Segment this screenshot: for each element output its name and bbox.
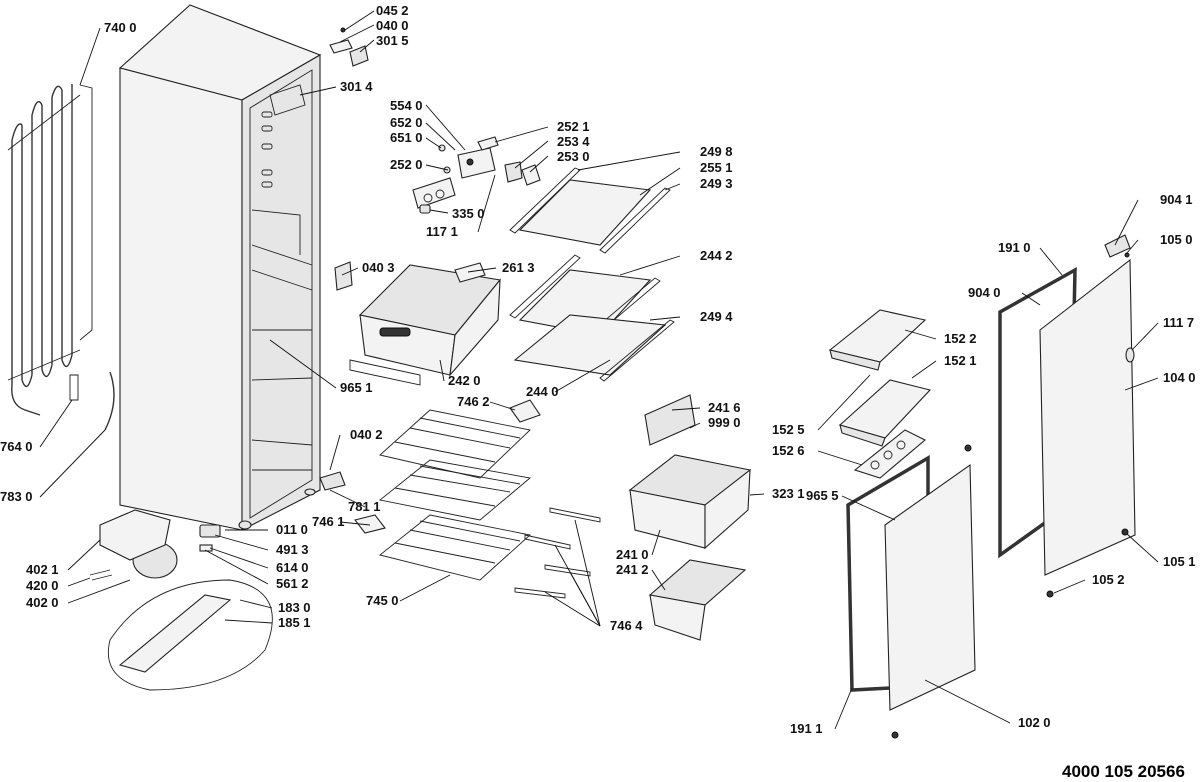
label-904-1: 904 1 <box>1160 192 1193 207</box>
label-152-2: 152 2 <box>944 331 977 346</box>
small-fittings <box>69 261 541 552</box>
label-249-3: 249 3 <box>700 176 733 191</box>
freezer-drawer <box>349 264 502 386</box>
crisper-drawer-lower <box>648 559 747 641</box>
glass-shelf-lower <box>513 314 675 382</box>
label-746-4: 746 4 <box>610 618 643 633</box>
label-249-4: 249 4 <box>700 309 733 324</box>
label-402-0: 402 0 <box>26 595 59 610</box>
label-152-5: 152 5 <box>772 422 805 437</box>
wire-shelves <box>378 409 532 581</box>
label-614-0: 614 0 <box>276 560 309 575</box>
label-253-4: 253 4 <box>557 134 590 149</box>
label-105-0: 105 0 <box>1160 232 1193 247</box>
document-number: 4000 105 20566 <box>1062 762 1185 781</box>
label-301-4: 301 4 <box>340 79 373 94</box>
label-117-1: 117 1 <box>426 224 458 239</box>
label-335-0: 335 0 <box>452 206 485 221</box>
label-011-0: 011 0 <box>276 522 308 537</box>
label-652-0: 652 0 <box>390 115 423 130</box>
freezer-door <box>884 444 976 739</box>
label-241-2: 241 2 <box>616 562 649 577</box>
fridge-door <box>1039 234 1136 598</box>
label-252-1: 252 1 <box>557 119 590 134</box>
label-740-0: 740 0 <box>104 20 137 35</box>
label-244-2: 244 2 <box>700 248 733 263</box>
thermostat-control-unit <box>412 136 541 214</box>
label-105-1: 105 1 <box>1163 554 1196 569</box>
part-labels: 740 0 045 2 040 0 301 5 301 4 554 0 652 … <box>0 3 1196 736</box>
door-bin-middle <box>838 379 932 447</box>
label-040-0: 040 0 <box>376 18 409 33</box>
condenser-coil <box>7 84 93 416</box>
door-bin-egg-tray <box>853 429 926 479</box>
label-185-1: 185 1 <box>278 615 311 630</box>
label-323-1: 323 1 <box>772 486 805 501</box>
label-045-2: 045 2 <box>376 3 409 18</box>
label-241-0: 241 0 <box>616 547 649 562</box>
wire-shelf-2 <box>378 459 532 521</box>
compressor <box>89 509 178 581</box>
label-111-7: 111 7 <box>1163 315 1194 330</box>
label-965-5: 965 5 <box>806 488 839 503</box>
crisper-drawer-upper <box>628 454 752 550</box>
label-745-0: 745 0 <box>366 593 399 608</box>
door-bin-top <box>828 309 927 371</box>
leader-lines <box>39 10 1159 730</box>
label-255-1: 255 1 <box>700 160 733 175</box>
label-261-3: 261 3 <box>502 260 535 275</box>
label-040-3: 040 3 <box>362 260 395 275</box>
label-252-0: 252 0 <box>390 157 423 172</box>
label-746-2: 746 2 <box>457 394 490 409</box>
compressor-baseplate <box>107 579 273 691</box>
crisper-cover <box>644 394 696 446</box>
label-965-1: 965 1 <box>340 380 373 395</box>
fridge-cabinet <box>118 4 322 531</box>
top-hinge-parts <box>329 27 369 67</box>
label-244-0: 244 0 <box>526 384 559 399</box>
label-420-0: 420 0 <box>26 578 59 593</box>
control-buttons <box>261 111 273 188</box>
label-491-3: 491 3 <box>276 542 309 557</box>
label-105-2: 105 2 <box>1092 572 1125 587</box>
label-152-6: 152 6 <box>772 443 805 458</box>
label-040-2: 040 2 <box>350 427 383 442</box>
label-651-0: 651 0 <box>390 130 423 145</box>
label-191-1: 191 1 <box>790 721 823 736</box>
label-152-1: 152 1 <box>944 353 977 368</box>
label-301-5: 301 5 <box>376 33 409 48</box>
label-249-8: 249 8 <box>700 144 733 159</box>
shelf-supports <box>514 507 601 599</box>
label-554-0: 554 0 <box>390 98 423 113</box>
label-241-6: 241 6 <box>708 400 741 415</box>
label-183-0: 183 0 <box>278 600 311 615</box>
label-102-0: 102 0 <box>1018 715 1051 730</box>
wire-shelf-3 <box>379 514 531 581</box>
label-746-1: 746 1 <box>312 514 345 529</box>
wire-shelf-1 <box>379 409 531 479</box>
label-783-0: 783 0 <box>0 489 33 504</box>
label-253-0: 253 0 <box>557 149 590 164</box>
label-781-1: 781 1 <box>348 499 381 514</box>
label-764-0: 764 0 <box>0 439 33 454</box>
label-242-0: 242 0 <box>448 373 481 388</box>
label-904-0: 904 0 <box>968 285 1001 300</box>
label-999-0: 999 0 <box>708 415 741 430</box>
label-104-0: 104 0 <box>1163 370 1196 385</box>
label-561-2: 561 2 <box>276 576 309 591</box>
label-191-0: 191 0 <box>998 240 1031 255</box>
label-402-1: 402 1 <box>26 562 59 577</box>
